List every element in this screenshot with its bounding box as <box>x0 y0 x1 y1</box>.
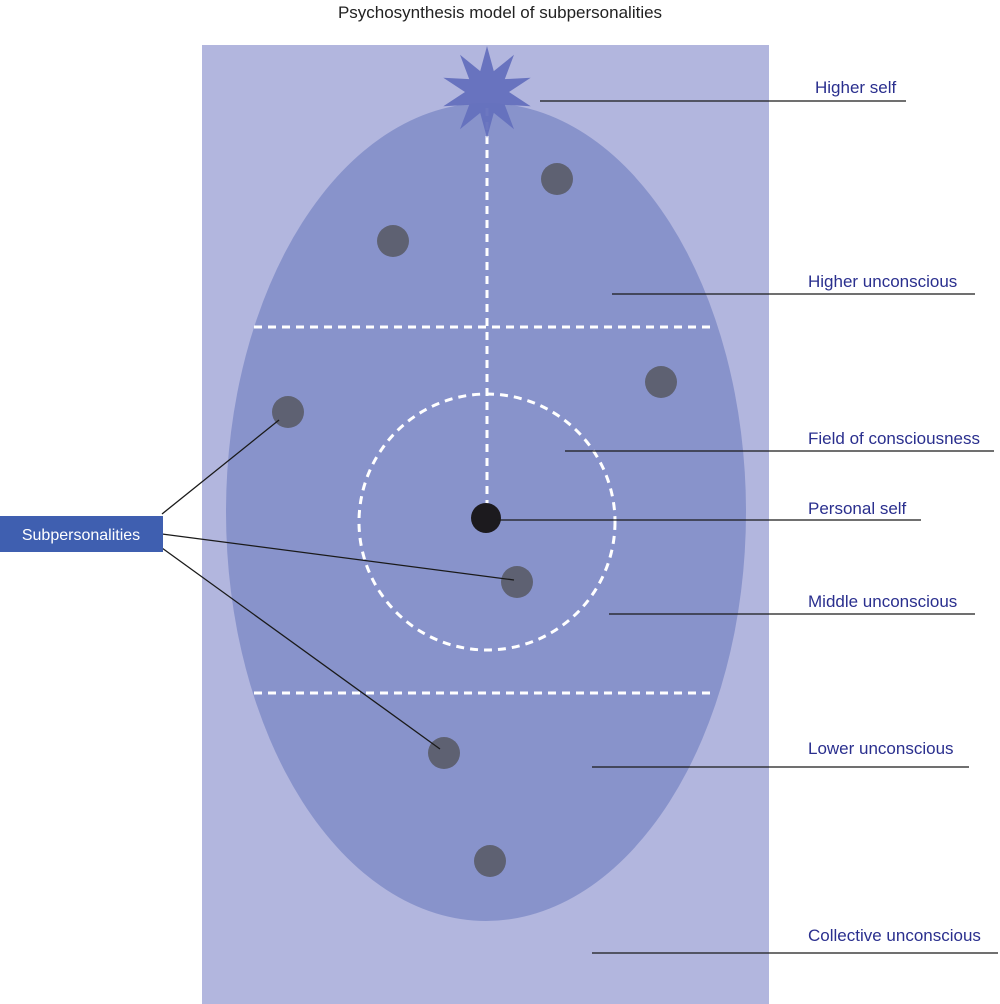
label-personal-self: Personal self <box>497 499 921 521</box>
subpersonalities-label-box <box>0 516 163 552</box>
subpersonalities-leader-line <box>161 533 515 581</box>
subpersonality-dot <box>541 163 573 195</box>
diagram-title: Psychosynthesis model of subpersonalitie… <box>338 3 662 22</box>
subpersonality-dot <box>501 566 533 598</box>
subpersonality-dot <box>428 737 460 769</box>
subpersonalities-label: Subpersonalities <box>22 527 140 544</box>
subpersonality-dot <box>272 396 304 428</box>
label-field-of-consciousness: Field of consciousness <box>565 429 994 452</box>
label-lower-unconscious: Lower unconscious <box>592 739 969 768</box>
subpersonality-dot <box>377 225 409 257</box>
subpersonalities-leader-line <box>161 419 280 515</box>
collective-unconscious-label: Collective unconscious <box>808 926 981 945</box>
lower-unconscious-label: Lower unconscious <box>808 739 954 758</box>
subpersonality-dot <box>474 845 506 877</box>
field-of-consciousness-label: Field of consciousness <box>808 429 980 448</box>
subpersonalities-leader-line <box>161 547 441 750</box>
label-higher-unconscious: Higher unconscious <box>612 272 975 295</box>
label-middle-unconscious: Middle unconscious <box>609 592 975 615</box>
personal-self-dot <box>471 503 501 533</box>
middle-unconscious-label: Middle unconscious <box>808 592 957 611</box>
label-collective-unconscious: Collective unconscious <box>592 926 998 954</box>
personal-self-label: Personal self <box>808 499 907 518</box>
higher-self-label: Higher self <box>815 78 897 97</box>
higher-unconscious-label: Higher unconscious <box>808 272 957 291</box>
label-higher-self: Higher self <box>540 78 906 102</box>
higher-self-star-icon <box>443 46 531 138</box>
subpersonality-dot <box>645 366 677 398</box>
